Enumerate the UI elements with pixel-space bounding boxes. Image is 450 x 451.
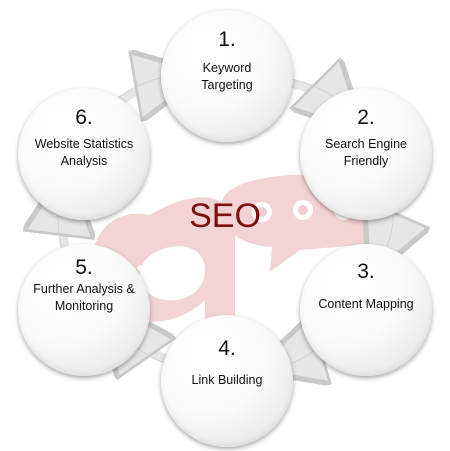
step-node-3: 3. Content Mapping <box>300 244 432 376</box>
step-node-5: 5. Further Analysis & Monitoring <box>18 244 150 376</box>
step-node-4: 4. Link Building <box>161 315 293 447</box>
step-label: Link Building <box>191 373 263 387</box>
step-node-6: 6. Website Statistics Analysis <box>18 88 150 220</box>
step-number: 4. <box>218 337 236 360</box>
step-number: 3. <box>357 260 375 283</box>
step-number: 1. <box>218 28 236 51</box>
step-number: 2. <box>357 106 375 129</box>
step-label: Search Engine Friendly <box>324 137 407 168</box>
step-node-1: 1. Keyword Targeting <box>161 10 293 142</box>
step-node-2: 2. Search Engine Friendly <box>300 88 432 220</box>
step-label: Website Statistics Analysis <box>34 137 134 168</box>
step-number: 6. <box>75 106 93 129</box>
step-label: Further Analysis & Monitoring <box>33 282 135 313</box>
step-number: 5. <box>75 256 93 279</box>
center-title: SEO <box>189 197 261 235</box>
step-label: Content Mapping <box>318 297 414 311</box>
step-label: Keyword Targeting <box>201 61 253 92</box>
